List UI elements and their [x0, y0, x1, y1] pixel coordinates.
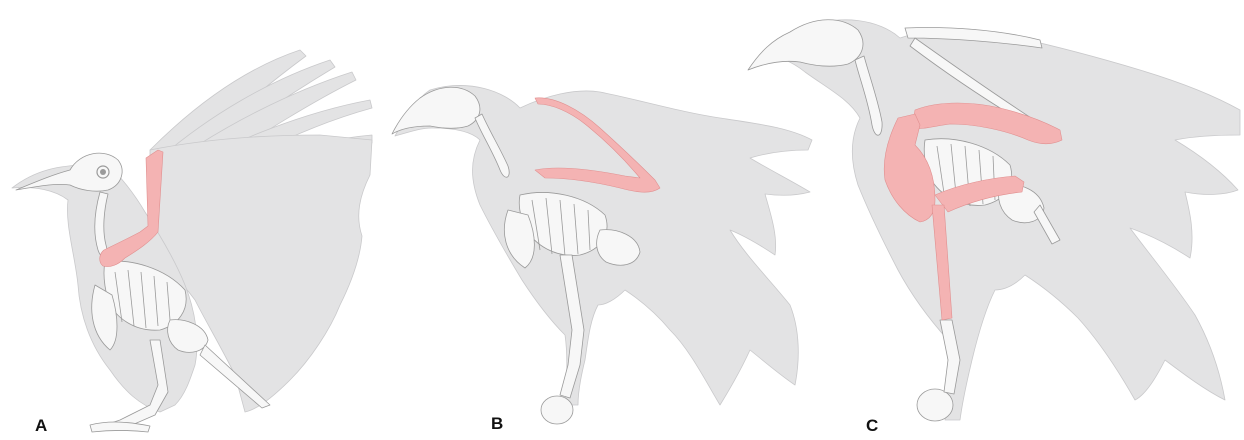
- panel-a-eye: [100, 169, 106, 175]
- panel-c-skull: [748, 20, 863, 70]
- panel-label-b: B: [491, 415, 503, 432]
- panel-c-illustration: [748, 20, 1240, 421]
- panel-a-illustration: [12, 50, 372, 432]
- panel-c-foot: [917, 389, 953, 421]
- panel-b-illustration: [392, 85, 812, 424]
- panel-c-bird-silhouette: [760, 20, 1240, 420]
- panel-label-a: A: [35, 417, 47, 434]
- panel-b-foot: [541, 396, 573, 424]
- panel-a-foot: [90, 422, 150, 432]
- panel-label-c: C: [866, 417, 878, 434]
